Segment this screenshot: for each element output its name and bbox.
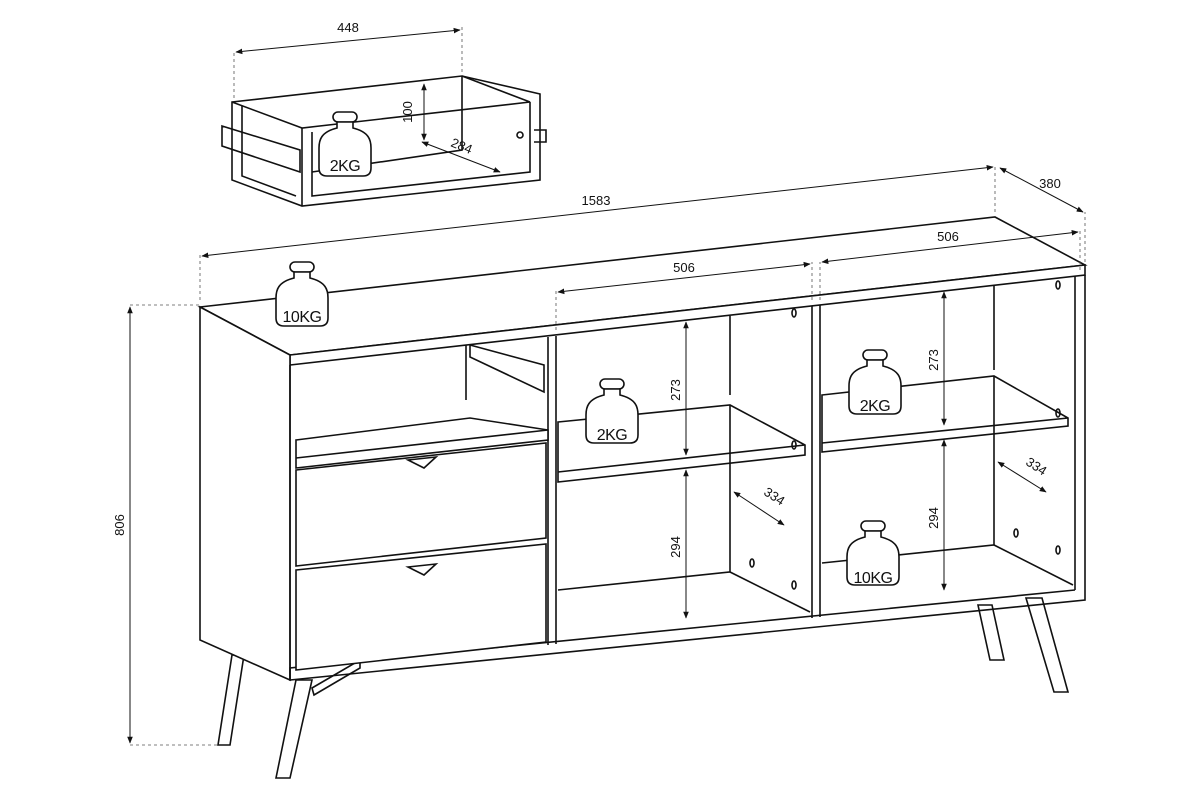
right-shelf-depth-label: 334 (1023, 454, 1049, 478)
cabinet-height-label: 806 (112, 514, 127, 536)
middle-upper-height-label: 273 (668, 379, 683, 401)
sideboard-body (197, 216, 1088, 779)
right-bottom-weight: 10KG (846, 520, 900, 587)
cabinet-width-label: 1583 (582, 193, 611, 208)
middle-shelf-depth-label: 334 (761, 484, 787, 508)
right-bottom-load-label: 10KG (854, 570, 893, 587)
drawer-width-label: 448 (337, 20, 359, 35)
shelf-pin-holes (749, 280, 1061, 590)
middle-shelf-weight: 2KG (585, 378, 639, 444)
dimension-lines: 1583 380 506 506 806 273 294 334 273 294… (112, 164, 1086, 746)
right-lower-height-label: 294 (926, 507, 941, 529)
middle-lower-height-label: 294 (668, 536, 683, 558)
right-width-label: 506 (937, 229, 959, 244)
right-shelf-load-label: 2KG (860, 398, 891, 415)
drawer-detail: 2KG 448 100 284 (221, 20, 547, 207)
middle-shelf-load-label: 2KG (597, 427, 628, 444)
drawer-load-label: 2KG (330, 158, 361, 175)
drawer-height-label: 100 (400, 101, 415, 123)
top-load-weight: 10KG (275, 261, 329, 327)
cabinet-depth-label: 380 (1039, 176, 1061, 191)
right-shelf-weight: 2KG (848, 349, 902, 415)
right-upper-height-label: 273 (926, 349, 941, 371)
top-load-label: 10KG (283, 309, 322, 326)
middle-width-label: 506 (673, 260, 695, 275)
